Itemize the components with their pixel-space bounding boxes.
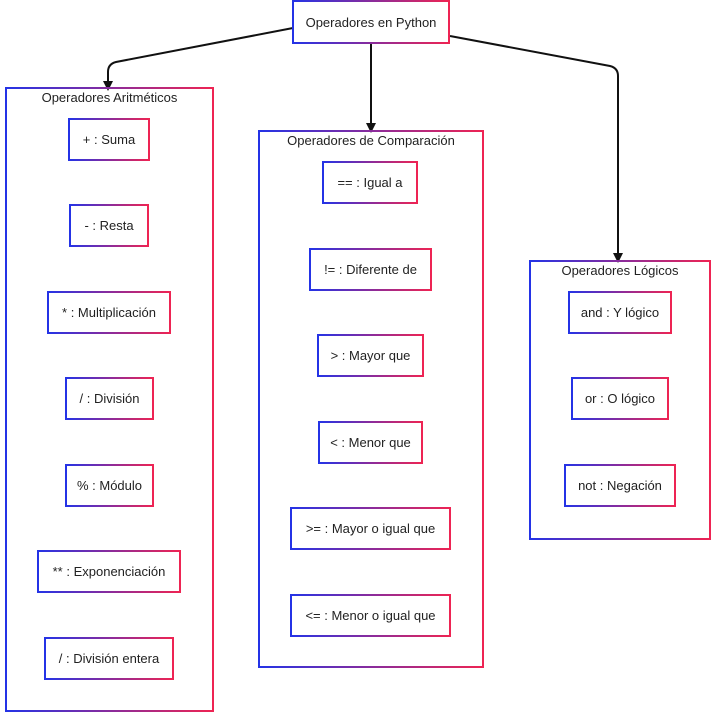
operator-label: / : División — [79, 391, 140, 406]
item-frame — [564, 464, 676, 507]
operator-item: < : Menor que — [319, 422, 422, 463]
group-aritmeticos: Operadores Aritméticos — [6, 88, 213, 711]
edge-root-to-logicos — [449, 35, 623, 263]
operator-item: and : Y lógico — [569, 292, 671, 333]
item-frame — [571, 377, 669, 420]
operator-label: or : O lógico — [584, 391, 656, 406]
item-frame — [37, 550, 181, 593]
group-logicos: Operadores Lógicos — [530, 261, 710, 539]
operator-label: - : Resta — [84, 218, 134, 233]
item-frame — [69, 204, 149, 247]
operator-label: == : Igual a — [337, 175, 403, 190]
operator-label: < : Menor que — [330, 435, 411, 450]
root-node: Operadores en Python — [293, 1, 449, 43]
operator-item: * : Multiplicación — [48, 292, 170, 333]
operator-item: + : Suma — [69, 119, 149, 160]
item-frame — [309, 248, 432, 291]
group-comparacion: Operadores de Comparación — [259, 131, 483, 667]
group-title: Operadores Aritméticos — [41, 90, 178, 105]
item-frame — [322, 161, 418, 204]
item-frame — [290, 507, 451, 550]
operator-item: / : División entera — [45, 638, 173, 679]
operator-item: - : Resta — [70, 205, 148, 246]
operator-item: <= : Menor o igual que — [291, 595, 450, 636]
item-frame — [68, 118, 150, 161]
operator-item: ** : Exponenciación — [38, 551, 180, 592]
operator-label: % : Módulo — [76, 478, 143, 493]
operator-item: != : Diferente de — [310, 249, 431, 290]
operator-item: >= : Mayor o igual que — [291, 508, 450, 549]
operator-label: > : Mayor que — [330, 348, 411, 363]
item-frame — [47, 291, 171, 334]
group-logicos-frame — [529, 260, 711, 540]
group-comparacion-frame — [258, 130, 484, 668]
group-title: Operadores Lógicos — [561, 263, 679, 278]
item-frame — [317, 334, 424, 377]
operator-item: / : División — [66, 378, 153, 419]
root-node-frame — [292, 0, 450, 44]
operator-item: % : Módulo — [66, 465, 153, 506]
operator-label: >= : Mayor o igual que — [305, 521, 436, 536]
root-node-label: Operadores en Python — [305, 14, 437, 30]
operator-label: * : Multiplicación — [62, 305, 156, 320]
item-frame — [44, 637, 174, 680]
item-frame — [65, 464, 154, 507]
operator-label: + : Suma — [82, 132, 136, 147]
operator-label: <= : Menor o igual que — [305, 608, 436, 623]
operator-item: or : O lógico — [572, 378, 668, 419]
item-frame — [65, 377, 154, 420]
operator-item: == : Igual a — [323, 162, 417, 203]
group-aritmeticos-frame — [5, 87, 214, 712]
item-frame — [568, 291, 672, 334]
operator-item: > : Mayor que — [318, 335, 423, 376]
group-title: Operadores de Comparación — [287, 133, 455, 148]
operator-label: / : División entera — [58, 651, 160, 666]
operator-item: not : Negación — [565, 465, 675, 506]
edge-root-to-aritmeticos — [103, 27, 294, 91]
operator-label: != : Diferente de — [324, 262, 417, 277]
operator-label: and : Y lógico — [580, 305, 660, 320]
operator-label: ** : Exponenciación — [52, 564, 166, 579]
item-frame — [318, 421, 423, 464]
operator-label: not : Negación — [578, 478, 662, 493]
item-frame — [290, 594, 451, 637]
